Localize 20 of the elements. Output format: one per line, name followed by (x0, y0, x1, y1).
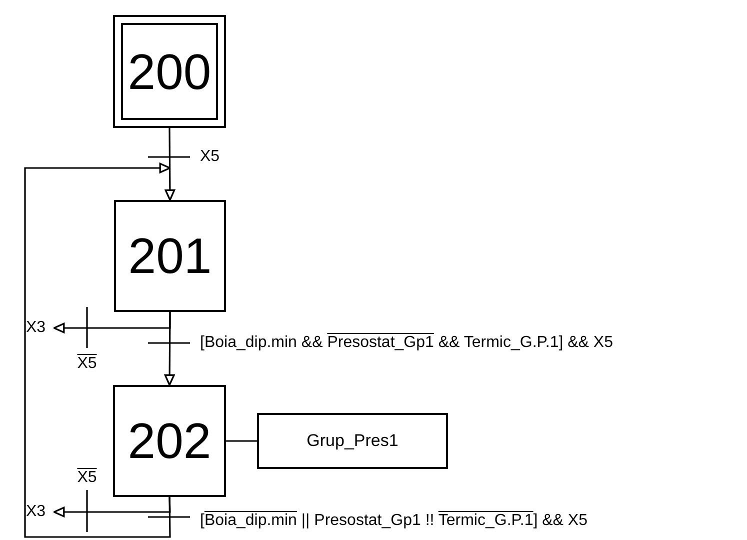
step-number: 202 (128, 416, 212, 466)
connector (24, 162, 171, 538)
step-number: 200 (128, 46, 212, 96)
step-box (113, 385, 226, 497)
transition-condition: [Boia_dip.min || Presostat_Gp1 !! Termic_G.P.1] && X5 (200, 512, 588, 530)
connector (226, 440, 257, 442)
connector (53, 312, 171, 334)
initial-step-box (113, 15, 226, 128)
target-step-label: X3 (26, 503, 54, 521)
transition-condition: X5 (77, 355, 97, 373)
transition-condition: X5 (77, 469, 97, 487)
step-number: 201 (128, 231, 212, 281)
step-box (114, 200, 226, 312)
transition-condition: [Boia_dip.min && Presostat_Gp1 && Termic_G.P.1] && X5 (200, 334, 613, 352)
connector (53, 496, 171, 518)
action-box (257, 413, 448, 469)
connector (164, 128, 176, 201)
transition-condition: X5 (200, 148, 220, 166)
action-text: Grup_Pres1 (306, 431, 398, 451)
target-step-label: X3 (26, 319, 54, 337)
